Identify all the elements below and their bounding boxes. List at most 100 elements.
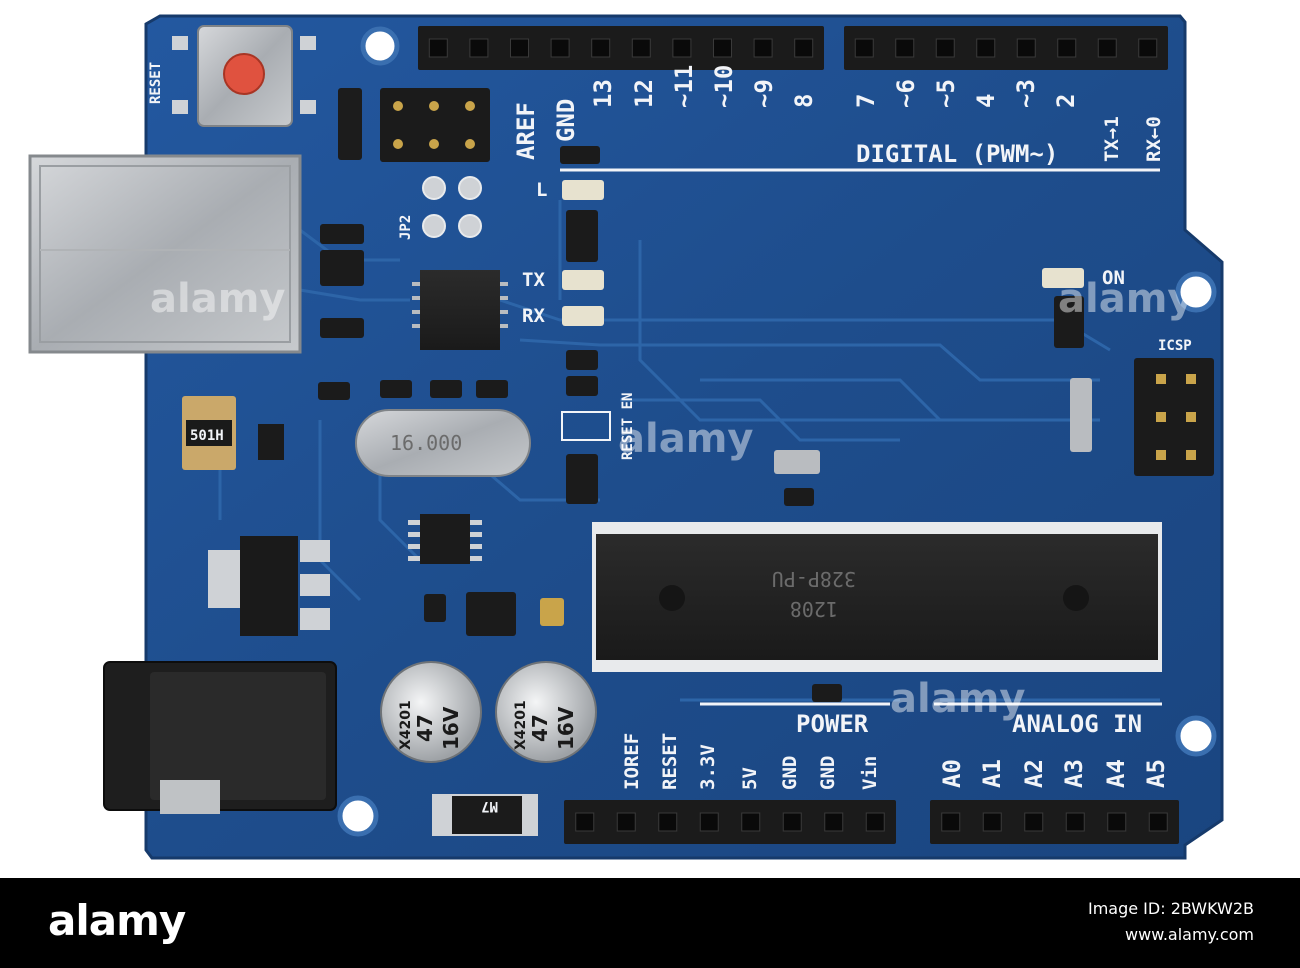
header-socket[interactable] xyxy=(1057,38,1077,58)
digital-header-right[interactable] xyxy=(844,26,1168,70)
svg-text:47: 47 xyxy=(528,714,552,742)
header-socket[interactable] xyxy=(865,812,885,832)
power-pin-label: Vin xyxy=(859,756,881,790)
fuse-label: 501H xyxy=(190,428,224,444)
digital-pin-label: ~5 xyxy=(932,79,960,108)
led-rx xyxy=(562,306,604,326)
header-socket[interactable] xyxy=(550,38,570,58)
voltage-regulator xyxy=(208,536,330,636)
header-socket[interactable] xyxy=(658,812,678,832)
digital-title: DIGITAL (PWM~) xyxy=(856,140,1058,168)
analog-title: ANALOG IN xyxy=(1012,710,1142,738)
svg-text:16V: 16V xyxy=(439,706,463,750)
aref-label: AREF xyxy=(512,102,540,160)
usb-connector[interactable] xyxy=(28,154,302,354)
stock-image-info: Image ID: 2BWKW2B www.alamy.com xyxy=(1088,896,1254,948)
digital-header-left[interactable] xyxy=(418,26,824,70)
header-socket[interactable] xyxy=(1138,38,1158,58)
stock-url: www.alamy.com xyxy=(1125,925,1254,944)
reset-en-jumper xyxy=(561,411,611,441)
svg-text:16V: 16V xyxy=(554,706,578,750)
analog-header[interactable] xyxy=(930,800,1179,844)
header-socket[interactable] xyxy=(1097,38,1117,58)
led-tx-label: TX xyxy=(522,269,545,291)
power-pin-label: GND xyxy=(779,756,801,790)
icsp-header[interactable] xyxy=(1134,358,1214,476)
header-socket[interactable] xyxy=(895,38,915,58)
header-socket[interactable] xyxy=(713,38,732,58)
header-socket[interactable] xyxy=(824,812,844,832)
header-socket[interactable] xyxy=(976,38,996,58)
led-l xyxy=(562,180,604,200)
watermark: alamy xyxy=(1058,276,1193,322)
digital-pin-label: 7 xyxy=(852,94,880,108)
chip-label-model: 328P-PU xyxy=(772,567,856,591)
digital-pin-label: 12 xyxy=(630,79,658,108)
digital-pin-label: ~6 xyxy=(892,79,920,108)
header-socket[interactable] xyxy=(1016,38,1036,58)
header-socket[interactable] xyxy=(616,812,636,832)
power-pin-label: 5V xyxy=(739,767,761,790)
reset-en-label: RESET EN xyxy=(620,393,636,460)
led-on-label: ON xyxy=(1102,267,1125,289)
header-socket[interactable] xyxy=(699,812,719,832)
power-pin-label: RESET xyxy=(659,733,681,790)
header-body xyxy=(418,26,824,70)
header-socket[interactable] xyxy=(510,38,529,58)
smd-components xyxy=(318,88,1092,702)
watermark: alamy xyxy=(618,416,753,462)
header-socket[interactable] xyxy=(1065,812,1085,832)
jp2-pads xyxy=(422,176,482,238)
transistor xyxy=(258,424,284,460)
image-id: Image ID: 2BWKW2B xyxy=(1087,899,1254,918)
svg-text:X4201: X4201 xyxy=(398,700,414,750)
led-on xyxy=(1042,268,1084,288)
fuse: 501H xyxy=(182,396,236,470)
power-title: POWER xyxy=(796,710,869,738)
header-socket[interactable] xyxy=(782,812,802,832)
header-socket[interactable] xyxy=(741,812,761,832)
digital-pin-label: ~3 xyxy=(1012,79,1040,108)
header-socket[interactable] xyxy=(935,38,955,58)
digital-pin-label: 13 xyxy=(589,79,617,108)
led-tx xyxy=(562,270,604,290)
header-socket[interactable] xyxy=(1148,812,1168,832)
digital-pin-label: RX←0 xyxy=(1143,116,1165,162)
header-socket[interactable] xyxy=(854,38,874,58)
power-pin-label: 3.3V xyxy=(697,744,719,790)
power-pin-label: IOREF xyxy=(621,733,643,790)
microcontroller-chip: 328P-PU 1208 xyxy=(592,522,1162,672)
header-socket[interactable] xyxy=(794,38,814,58)
header-body xyxy=(564,800,896,844)
analog-pin-label: A1 xyxy=(978,759,1006,788)
header-socket[interactable] xyxy=(1107,812,1127,832)
jp2-label: JP2 xyxy=(398,215,414,240)
crystal-oscillator: 16.000 xyxy=(355,409,531,477)
analog-pin-label: A0 xyxy=(938,759,966,788)
header-socket[interactable] xyxy=(469,38,489,58)
stock-logo: alamy xyxy=(48,896,186,945)
header-socket[interactable] xyxy=(631,38,651,58)
diode-label: M7 xyxy=(481,798,498,814)
header-socket[interactable] xyxy=(753,38,773,58)
digital-pin-label: ~10 xyxy=(710,65,738,108)
reset-button[interactable] xyxy=(172,25,316,127)
digital-pin-label: ~9 xyxy=(750,79,778,108)
header-body xyxy=(930,800,1179,844)
header-socket[interactable] xyxy=(982,812,1002,832)
header-socket[interactable] xyxy=(672,38,692,58)
usb-interface-chip xyxy=(412,270,508,350)
icsp-header-usb[interactable] xyxy=(380,88,490,162)
header-socket[interactable] xyxy=(428,38,448,58)
stock-photo-bar: alamy Image ID: 2BWKW2B www.alamy.com xyxy=(0,878,1300,968)
dc-power-jack[interactable] xyxy=(103,661,337,814)
header-socket[interactable] xyxy=(575,812,595,832)
digital-pin-label: 8 xyxy=(790,94,818,108)
power-header[interactable] xyxy=(564,800,896,844)
header-socket[interactable] xyxy=(591,38,611,58)
electrolytic-capacitor-2: X4201 47 16V xyxy=(495,661,597,763)
analog-pin-label: A4 xyxy=(1102,759,1130,788)
header-socket[interactable] xyxy=(941,812,961,832)
header-socket[interactable] xyxy=(1024,812,1044,832)
